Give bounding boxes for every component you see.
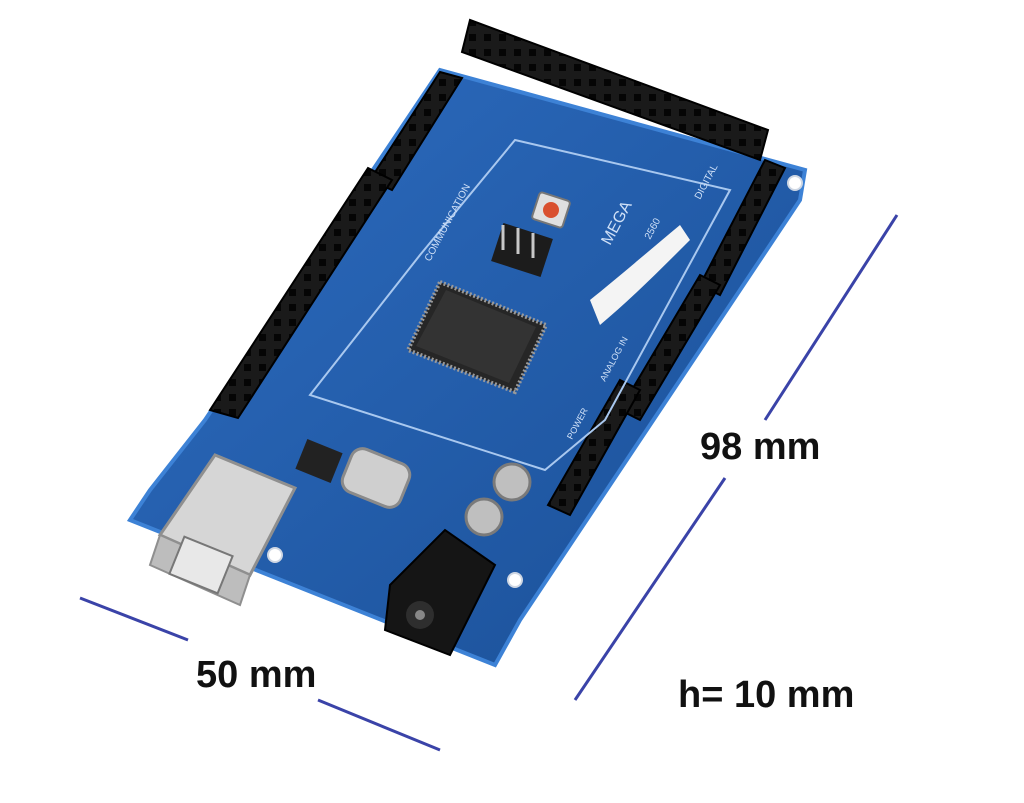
crystal (340, 447, 412, 509)
width-dimension-line-left (79, 596, 189, 642)
mounting-hole-2 (507, 572, 523, 588)
usb-b-connector (148, 453, 298, 607)
height-label: h= 10 mm (678, 674, 855, 716)
usb-chip (295, 439, 343, 483)
dc-power-jack (383, 528, 497, 657)
length-dimension-line-upper (763, 214, 899, 421)
chip-top (416, 290, 536, 383)
analog-header (618, 273, 722, 422)
mounting-hole-3 (267, 547, 283, 563)
reset-button-cap (543, 202, 559, 218)
left-header-lower (208, 166, 394, 420)
length-label: 98 mm (700, 426, 821, 468)
right-header-upper (698, 158, 787, 297)
power-header (546, 378, 642, 517)
mounting-hole-1 (787, 175, 803, 191)
length-dimension-line-lower (573, 477, 727, 701)
capacitor-2 (464, 497, 504, 537)
silkscreen-outline (308, 138, 732, 472)
capacitor-1 (492, 462, 532, 502)
white-sticker (590, 225, 690, 325)
width-label: 50 mm (196, 654, 317, 696)
left-header-upper (368, 70, 464, 192)
width-dimension-line-right (317, 698, 441, 752)
icsp-header (491, 222, 553, 278)
digital-header-top (460, 18, 770, 162)
